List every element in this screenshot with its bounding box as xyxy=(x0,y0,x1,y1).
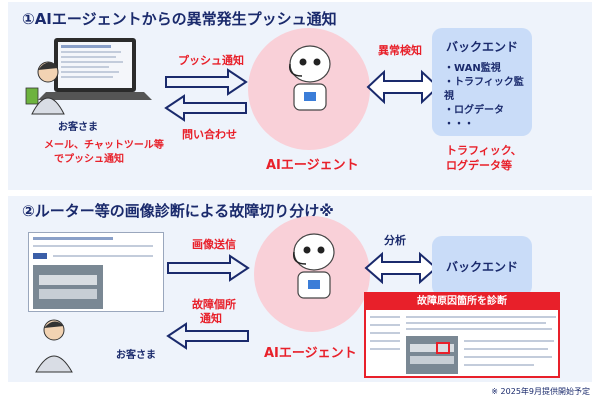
section-1-title: ①AIエージェントからの異常発生プッシュ通知 xyxy=(22,10,337,28)
diagnosis-title: 故障原因箇所を診断 xyxy=(366,294,558,310)
analysis-label: 分析 xyxy=(384,234,406,247)
diagnosis-router-photo xyxy=(406,336,458,374)
anomaly-label: 異常検知 xyxy=(378,44,422,57)
fault-label-line2: 通知 xyxy=(200,312,222,325)
robot-icon xyxy=(289,45,331,111)
footnote: ※ 2025年9月提供開始予定 xyxy=(491,387,590,396)
anomaly-double-arrow xyxy=(366,69,440,105)
robot-icon-2 xyxy=(293,233,335,299)
email-screenshot xyxy=(28,232,164,312)
image-send-arrow xyxy=(167,254,250,282)
ai-label-2: AIエージェント xyxy=(264,346,357,361)
customer-note-line2: でプッシュ通知 xyxy=(54,154,124,165)
laptop-customer-icon xyxy=(25,38,152,115)
customer-label-2: お客さま xyxy=(116,350,156,361)
backend-box-2: バックエンド xyxy=(432,236,532,296)
analysis-double-arrow xyxy=(364,251,438,285)
customer-person-icon xyxy=(35,319,73,373)
data-note-line2: ログデータ等 xyxy=(446,159,512,172)
backend-list: ・WAN監視 ・トラフィック監視 ・ログデータ ・・・ xyxy=(444,62,532,132)
backend-item: ・WAN監視 xyxy=(444,63,501,74)
fault-label-line1: 故障個所 xyxy=(192,298,236,311)
section-2-title: ②ルーター等の画像診断による故障切り分け※ xyxy=(22,202,334,220)
backend-item: ・ログデータ xyxy=(444,105,504,116)
section-2-panel: ②ルーター等の画像診断による故障切り分け※ お客さま 画像送信 故障個所 通知 … xyxy=(8,196,592,382)
backend-item: ・トラフィック監視 xyxy=(444,77,524,102)
diagnosis-panel: 故障原因箇所を診断 xyxy=(364,292,560,378)
backend-item: ・・・ xyxy=(444,119,474,130)
ai-label: AIエージェント xyxy=(266,158,359,173)
push-inquiry-arrows xyxy=(164,68,248,122)
data-note-line1: トラフィック、 xyxy=(446,144,522,157)
inquiry-label: 問い合わせ xyxy=(182,128,237,141)
backend-box: バックエンド ・WAN監視 ・トラフィック監視 ・ログデータ ・・・ xyxy=(432,28,532,136)
inquiry-arrow xyxy=(164,94,247,122)
customer-note-line1: メール、チャットツール等 xyxy=(44,140,164,151)
backend-title: バックエンド xyxy=(445,40,518,54)
router-photo xyxy=(33,265,103,309)
section-1-panel: ①AIエージェントからの異常発生プッシュ通知 お客さま メール、チャットツール等… xyxy=(8,2,592,190)
fault-notify-arrow xyxy=(166,322,249,350)
push-arrow xyxy=(165,68,248,96)
customer-label: お客さま xyxy=(58,122,98,133)
push-label: プッシュ通知 xyxy=(178,54,244,67)
image-send-label: 画像送信 xyxy=(192,238,236,251)
backend-title-2: バックエンド xyxy=(445,260,518,274)
